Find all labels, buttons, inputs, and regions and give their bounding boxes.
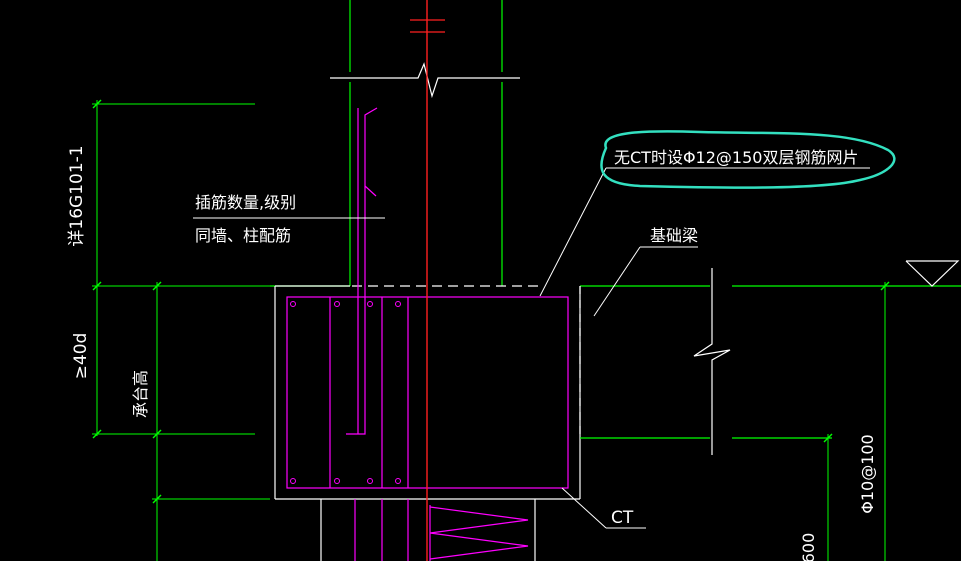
column-break-line xyxy=(330,62,520,99)
dimension-ticks xyxy=(92,99,162,504)
pile-rebar xyxy=(354,499,529,561)
mesh-note: 无CT时设Φ12@150双层钢筋网片 xyxy=(614,148,858,167)
dim-label-anchor: ≥40d xyxy=(71,333,91,380)
right-dimension-lines xyxy=(827,282,886,561)
rebar-dots xyxy=(290,301,401,484)
note-highlight-cloud xyxy=(600,130,896,189)
foundation-beam xyxy=(579,268,731,455)
dim-label-cap-height: 承台高 xyxy=(131,370,150,418)
right-ticks xyxy=(823,281,890,443)
column-outline xyxy=(349,0,503,286)
dowel-note-line2: 同墙、柱配筋 xyxy=(195,226,291,245)
leader-lines xyxy=(193,167,870,529)
cap-label: CT xyxy=(611,508,634,528)
pile-outline xyxy=(320,499,536,561)
dowel-bar xyxy=(346,107,378,435)
dim-label-stirrup: Φ10@100 xyxy=(858,434,877,514)
dim-label-bottom: 600 xyxy=(799,533,818,561)
left-dimension-lines xyxy=(92,100,270,561)
dowel-note-line1: 插筋数量,级别 xyxy=(195,193,296,212)
elevation-marker-icon xyxy=(905,260,960,287)
beam-label: 基础梁 xyxy=(650,226,698,245)
dim-label-top: 详16G101-1 xyxy=(67,145,87,246)
